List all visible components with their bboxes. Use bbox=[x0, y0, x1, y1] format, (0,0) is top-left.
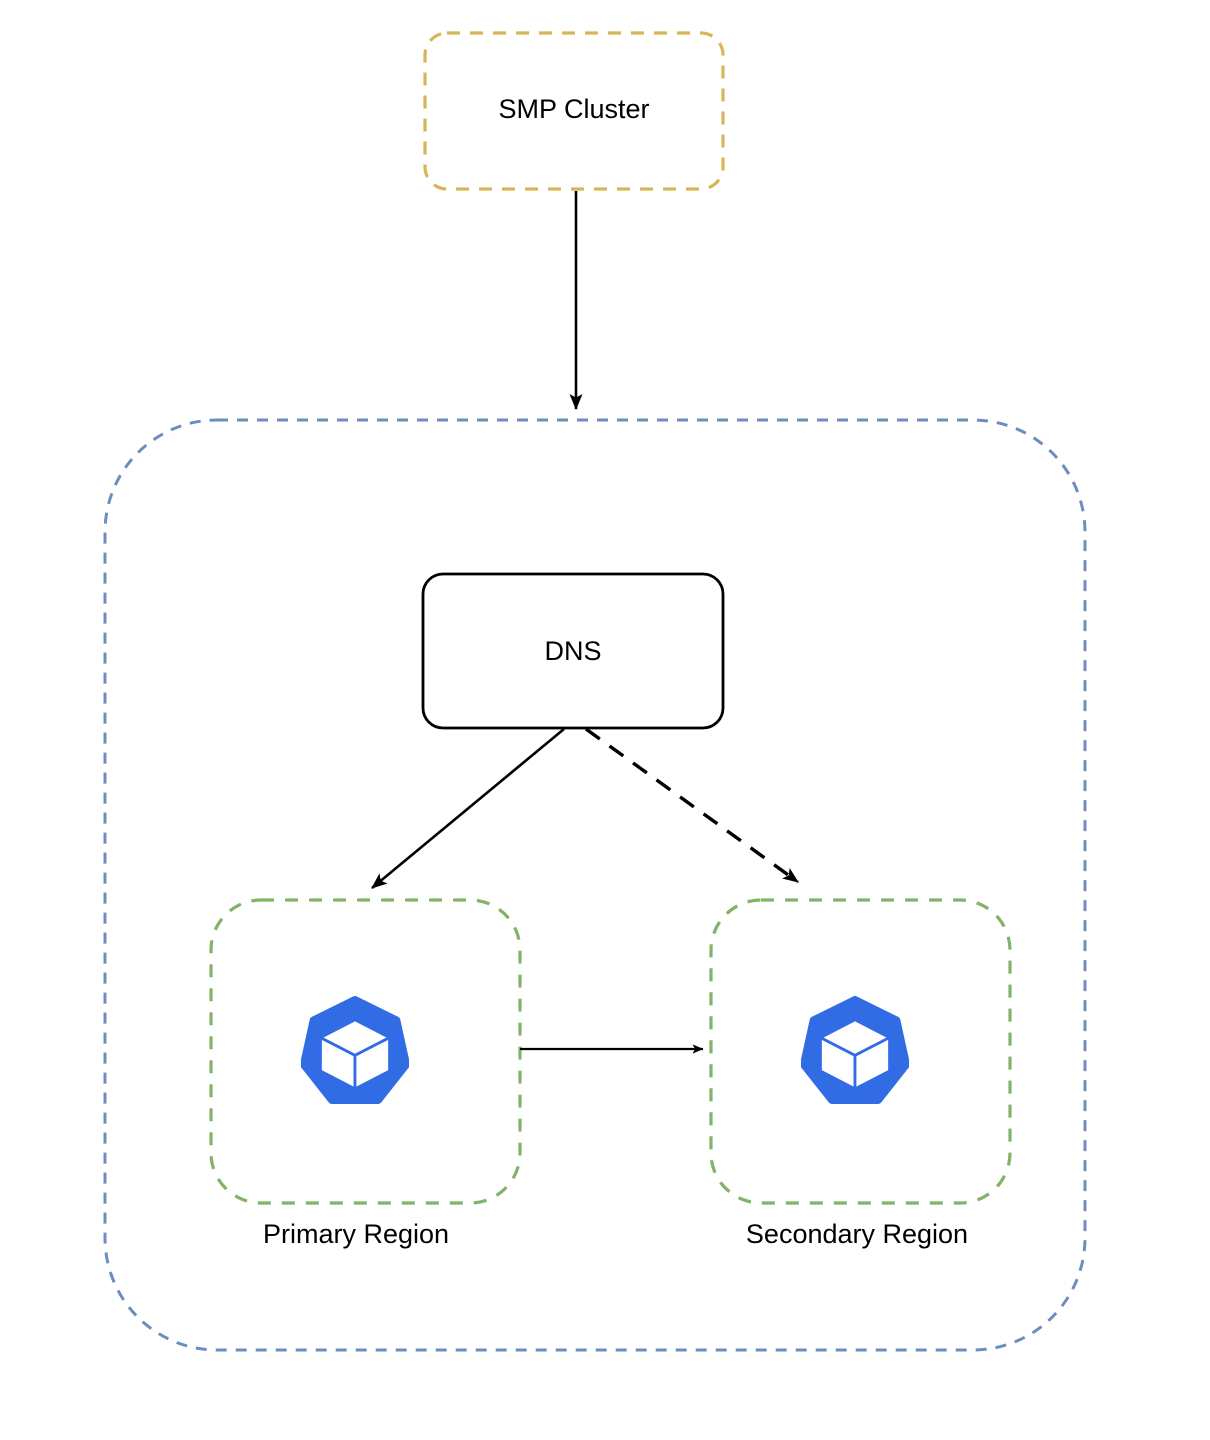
primary-region-caption: Primary Region bbox=[263, 1219, 449, 1249]
edge-dns-to-primary bbox=[371, 727, 565, 890]
smp-cluster-box[interactable] bbox=[423, 31, 725, 191]
smp-cluster-label: SMP Cluster bbox=[498, 94, 649, 124]
dns-label: DNS bbox=[544, 636, 601, 666]
secondary-region-box[interactable] bbox=[709, 898, 1012, 1205]
kubernetes-icon bbox=[304, 1000, 407, 1100]
secondary-region-caption: Secondary Region bbox=[746, 1219, 968, 1249]
kubernetes-icon bbox=[804, 1000, 907, 1100]
primary-region-box[interactable] bbox=[209, 898, 522, 1205]
outer-container bbox=[103, 418, 1087, 1352]
dns-box[interactable] bbox=[421, 572, 725, 730]
edge-dns-to-secondary bbox=[585, 727, 799, 884]
